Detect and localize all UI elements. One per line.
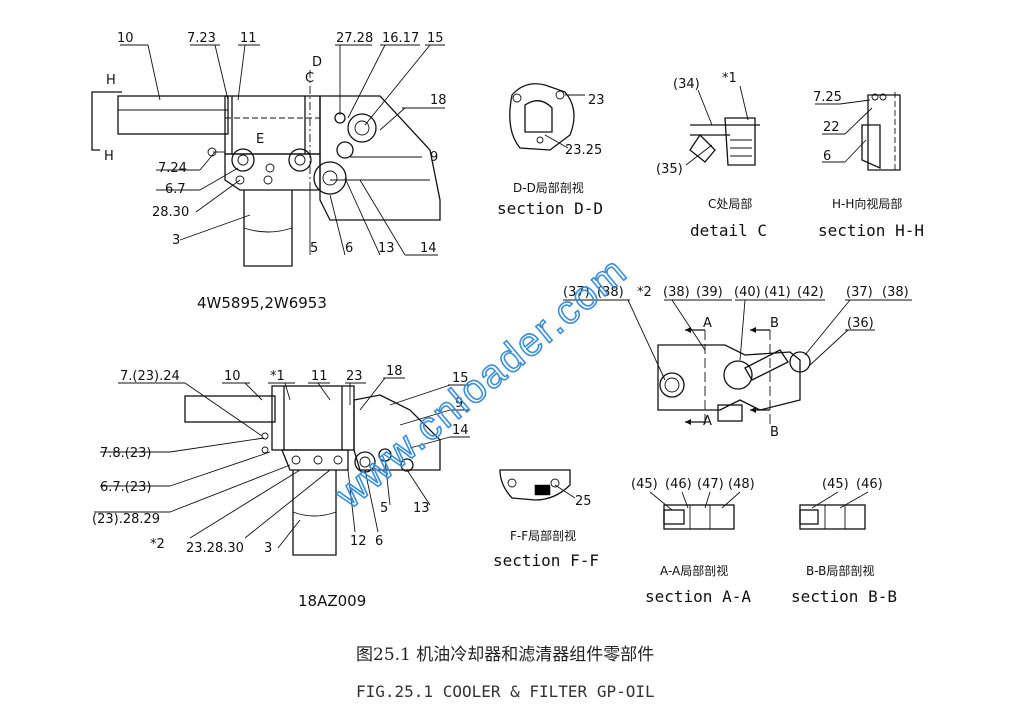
callout-18: 18 — [430, 93, 447, 108]
section-mark-b-bottom: B — [770, 425, 779, 440]
callout-6: 6 — [375, 534, 383, 549]
callout-23-25: 23.25 — [565, 143, 602, 158]
section-title-cn: B-B局部剖视 — [806, 563, 874, 578]
callout-3: 3 — [264, 541, 272, 556]
section-title-cn: D-D局部剖视 — [513, 180, 584, 195]
callout-star1: *1 — [270, 369, 285, 384]
callout-38b: (38) — [663, 285, 690, 300]
section-f-f: 25 F-F局部剖视 section F-F — [493, 469, 599, 570]
callout-6-7: 6.7 — [165, 182, 186, 197]
callout-7-24: 7.24 — [158, 161, 187, 176]
callout-star2: *2 — [637, 285, 652, 300]
figure-caption-cn: 图25.1 机油冷却器和滤清器组件零部件 — [356, 645, 654, 665]
callout-39: (39) — [696, 285, 723, 300]
callout-18: 18 — [386, 364, 403, 379]
figure-caption-en: FIG.25.1 COOLER & FILTER GP-OIL — [356, 682, 655, 701]
callout-45: (45) — [822, 477, 849, 492]
callout-11: 11 — [311, 369, 328, 384]
callout-6: 6 — [345, 241, 353, 256]
section-b-b: (45) (46) B-B局部剖视 section B-B — [791, 477, 897, 606]
callout-36: (36) — [847, 316, 874, 331]
callout-25: 25 — [575, 494, 592, 509]
callout-7-8-23: 7.8.(23) — [100, 446, 152, 461]
section-mark-b-top: B — [770, 316, 779, 331]
section-title-cn: A-A局部剖视 — [660, 563, 728, 578]
section-mark-e: E — [256, 132, 264, 147]
callout-46: (46) — [665, 477, 692, 492]
callout-7-25: 7.25 — [813, 90, 842, 105]
callout-14: 14 — [452, 423, 469, 438]
section-title-cn: F-F局部剖视 — [510, 528, 576, 543]
callout-11: 11 — [240, 31, 257, 46]
assembly-view-1: 10 7.23 11 27.28 16.17 15 18 9 14 13 6 5… — [91, 31, 447, 312]
section-a-a: (45) (46) (47) (48) A-A局部剖视 section A-A — [631, 477, 755, 606]
callout-37: (37) — [563, 285, 590, 300]
callout-34: (34) — [673, 77, 700, 92]
callout-23-28-30: 23.28.30 — [186, 541, 244, 556]
callout-10: 10 — [224, 369, 241, 384]
callout-13: 13 — [413, 501, 430, 516]
callout-46: (46) — [856, 477, 883, 492]
callout-37b: (37) — [846, 285, 873, 300]
section-title-cn: H-H向视局部 — [832, 196, 902, 211]
section-title-en: section H-H — [818, 221, 924, 240]
model-number-view-2: 18AZ009 — [298, 592, 366, 610]
section-mark-c: C — [305, 71, 314, 86]
section-mark-a-top: A — [703, 316, 712, 331]
callout-7-23-24: 7.(23).24 — [120, 369, 180, 384]
callout-22: 22 — [823, 120, 840, 135]
detail-title-cn: C处局部 — [708, 196, 752, 211]
section-title-en: section B-B — [791, 587, 897, 606]
callout-3: 3 — [172, 233, 180, 248]
callout-7-23: 7.23 — [187, 31, 216, 46]
section-mark-h-top: H — [106, 73, 116, 88]
callout-45: (45) — [631, 477, 658, 492]
callout-star1: *1 — [722, 71, 737, 86]
callout-10: 10 — [117, 31, 134, 46]
callout-9: 9 — [430, 150, 438, 165]
section-mark-a-bottom: A — [703, 414, 712, 429]
section-h-h: 7.25 22 6 H-H向视局部 section H-H — [813, 90, 924, 240]
callout-48: (48) — [728, 477, 755, 492]
section-title-en: section F-F — [493, 551, 599, 570]
callout-38c: (38) — [882, 285, 909, 300]
callout-9: 9 — [455, 396, 463, 411]
callout-6: 6 — [823, 149, 831, 164]
callout-27-28: 27.28 — [336, 31, 373, 46]
section-d-d: 23 23.25 D-D局部剖视 section D-D — [497, 83, 605, 218]
callout-23: 23 — [346, 369, 363, 384]
detail-title-en: detail C — [690, 221, 767, 240]
valve-assembly: (37) (38) *2 (38) (39) (40) (41) (42) (3… — [563, 285, 912, 440]
callout-5: 5 — [310, 241, 318, 256]
assembly-view-2: 7.(23).24 10 *1 11 23 18 15 9 14 13 6 5 … — [92, 364, 470, 610]
model-number-view-1: 4W5895,2W6953 — [197, 294, 327, 312]
section-mark-d: D — [312, 55, 322, 70]
callout-28-30: 28.30 — [152, 205, 189, 220]
callout-23-28-29: (23).28.29 — [92, 512, 160, 527]
callout-15: 15 — [427, 31, 444, 46]
callout-35: (35) — [656, 162, 683, 177]
section-mark-h-bottom: H — [104, 149, 114, 164]
callout-38: (38) — [597, 285, 624, 300]
callout-41: (41) — [764, 285, 791, 300]
callout-6-7-23: 6.7.(23) — [100, 480, 152, 495]
callout-15: 15 — [452, 371, 469, 386]
callout-40: (40) — [734, 285, 761, 300]
callout-16-17: 16.17 — [382, 31, 419, 46]
detail-c: (34) *1 (35) C处局部 detail C — [656, 71, 767, 240]
section-title-en: section A-A — [645, 587, 751, 606]
callout-23: 23 — [588, 93, 605, 108]
callout-14: 14 — [420, 241, 437, 256]
callout-12: 12 — [350, 534, 367, 549]
callout-13: 13 — [378, 241, 395, 256]
callout-5: 5 — [380, 501, 388, 516]
section-title-en: section D-D — [497, 199, 603, 218]
callout-star2: *2 — [150, 537, 165, 552]
watermark: www.cnloader.com — [327, 248, 636, 517]
callout-42: (42) — [797, 285, 824, 300]
callout-47: (47) — [697, 477, 724, 492]
